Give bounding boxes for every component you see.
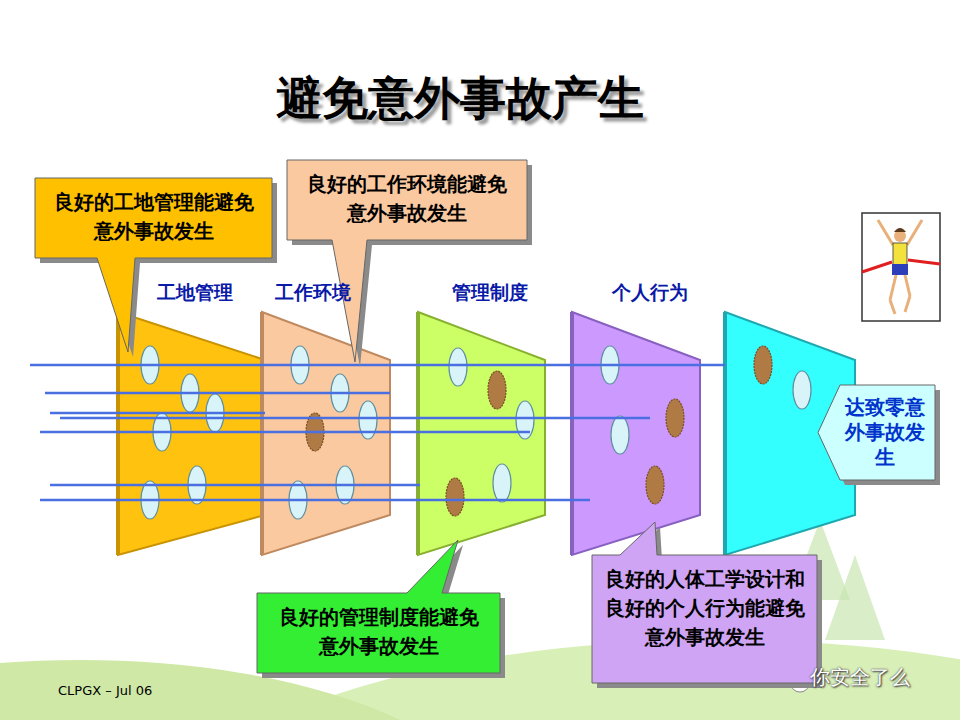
hazard-ray — [40, 499, 590, 502]
open-hole — [516, 401, 534, 439]
slab-edge — [416, 312, 420, 555]
node-text: 良好的人体工学设计和良好的个人行为能避免意外事故发生 — [604, 565, 805, 652]
open-hole — [449, 348, 467, 386]
barrier-slab — [262, 312, 390, 555]
open-hole — [793, 371, 811, 409]
slab-edge — [723, 312, 727, 555]
node-text: 个人行为 — [590, 280, 710, 306]
blocked-hole — [488, 371, 506, 409]
shadow — [292, 165, 532, 367]
arrow-callout: 达致零意外事故发生 — [818, 385, 935, 480]
tree — [825, 555, 885, 640]
outline — [287, 160, 527, 362]
hazard-ray — [60, 417, 650, 420]
open-hole — [611, 416, 629, 454]
hazard-ray — [50, 412, 265, 415]
shadow — [40, 183, 277, 357]
title: 避免意外事故产生 — [180, 68, 740, 130]
node-text: 工作环境 — [253, 280, 373, 306]
slab-edge — [116, 312, 120, 555]
outline — [592, 522, 817, 683]
outline — [818, 385, 935, 480]
hazard-ray — [40, 431, 530, 434]
hazard-ray — [30, 364, 725, 367]
barrier-slab — [418, 312, 545, 555]
node-text: 管理制度 — [430, 280, 550, 306]
callout-box: 良好的工地管理能避免意外事故发生 — [35, 178, 272, 258]
node-text: 良好的工作环境能避免意外事故发生 — [299, 170, 515, 228]
slab-edge — [570, 312, 574, 555]
hazard-ray — [45, 392, 390, 395]
footer-note: CLPGX – Jul 06 — [58, 683, 152, 698]
open-hole — [359, 401, 377, 439]
barrier-label: 个人行为 — [590, 280, 710, 306]
callout-box: 良好的管理制度能避免意外事故发生 — [257, 593, 500, 673]
blocked-hole — [666, 399, 684, 437]
blocked-hole — [754, 346, 772, 384]
barrier-label: 工作环境 — [253, 280, 373, 306]
barrier-slab — [572, 312, 700, 555]
node-text: 良好的工地管理能避免意外事故发生 — [47, 188, 260, 246]
watermark: 你安全了么 — [810, 664, 910, 691]
outline — [35, 178, 272, 352]
callout-box: 良好的工作环境能避免意外事故发生 — [287, 160, 527, 240]
open-hole — [493, 464, 511, 502]
node-text: 良好的管理制度能避免意外事故发生 — [269, 603, 488, 661]
runner-picture — [862, 213, 940, 321]
blocked-hole — [446, 478, 464, 516]
node-text: 工地管理 — [135, 280, 255, 306]
callout-box: 良好的人体工学设计和良好的个人行为能避免意外事故发生 — [592, 555, 817, 683]
barrier-label: 管理制度 — [430, 280, 550, 306]
barrier-slab — [118, 312, 265, 555]
blocked-hole — [646, 466, 664, 504]
slab-edge — [260, 312, 264, 555]
hazard-ray — [50, 484, 420, 487]
node-text: 达致零意外事故发生 — [842, 395, 927, 470]
outline — [257, 540, 500, 673]
barrier-label: 工地管理 — [135, 280, 255, 306]
